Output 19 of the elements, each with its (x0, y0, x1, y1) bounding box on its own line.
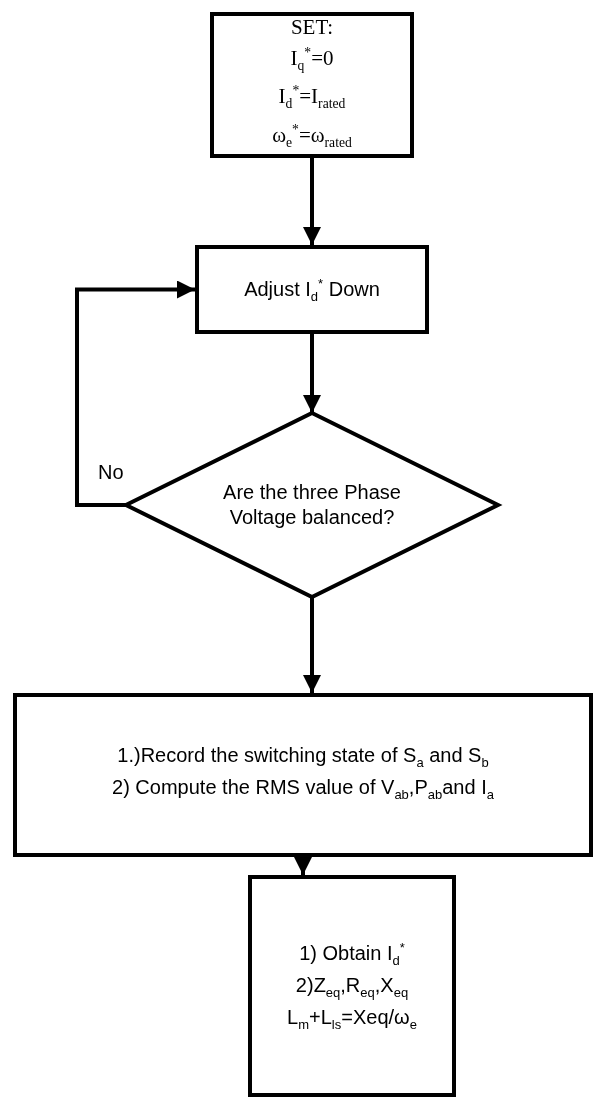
arrow (303, 158, 321, 245)
arrow (75, 280, 195, 507)
node-text: Adjust I$_{d}$$^{*}$ Down (244, 274, 380, 306)
arrow (294, 857, 312, 875)
process-box (210, 12, 414, 158)
node-text: 1.)Record the switching state of S$_{a}$ and S$_{b}$ (117, 743, 489, 772)
process-box (195, 245, 429, 334)
node-text: 2)Z$_{eq}$,R$_{eq}$,X$_{eq}$ (295, 972, 409, 1002)
arrow (303, 597, 321, 693)
node-text: L$_{m}$+L$_{ls}$=Xeq/ω$_{e}$ (287, 1004, 417, 1034)
node-text: SET: (290, 15, 334, 41)
node-text: I$_{q}$$^{*}$=0 (290, 44, 334, 76)
node-text: ω$_{e}$$^{*}$=ω$_{rated}$ (272, 120, 352, 152)
process-box (13, 693, 593, 857)
process-box (248, 875, 456, 1097)
node-text: Are the three Phase Voltage balanced? (222, 480, 402, 530)
arrow (303, 334, 321, 413)
node-text: I$_{d}$$^{*}$=I$_{rated}$ (278, 82, 346, 114)
node-text: 2) Compute the RMS value of V$_{ab}$,P$_{ab}$and I$_{a}$ (112, 775, 494, 804)
